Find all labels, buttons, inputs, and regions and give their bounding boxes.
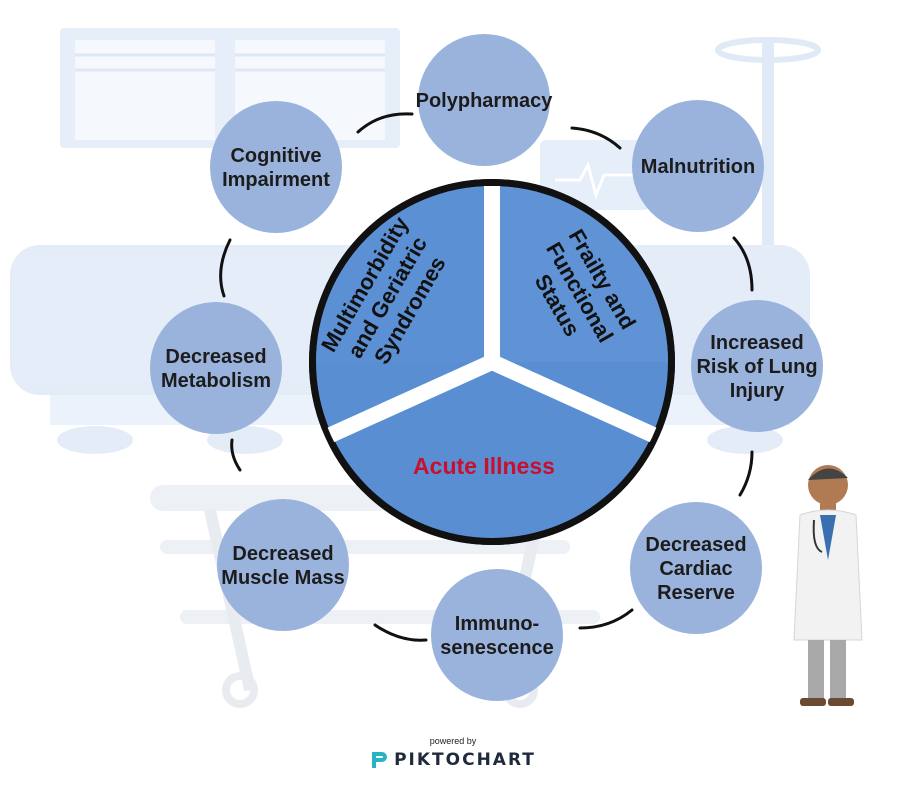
node-muscle-mass-line-2: Muscle Mass [221,567,344,589]
piktochart-wordmark: PIKTOCHART [394,750,536,770]
node-circle [632,100,764,232]
node-lung-injury-line-1: Increased [710,332,803,354]
node-immunosenescence: Immuno-senescence [431,569,563,701]
node-metabolism-line-1: Decreased [165,346,266,368]
node-muscle-mass-line-1: Decreased [232,543,333,565]
ring-connectors [219,112,754,642]
node-malnutrition: Malnutrition [632,100,764,232]
node-polypharmacy: Polypharmacy [416,34,554,166]
node-cognitive-line-1: Cognitive [230,145,321,167]
center-pie [309,179,675,545]
node-circle [150,302,282,434]
node-lung-injury-line-2: Risk of Lung [696,356,817,378]
node-cardiac-reserve-line-1: Decreased [645,534,746,556]
node-lung-injury-line-3: Injury [730,380,785,402]
node-circle [431,569,563,701]
segment-acute-illness: Acute Illness [413,453,555,479]
node-immunosenescence-line-1: Immuno- [455,613,539,635]
powered-by-label: powered by [429,736,477,746]
node-circle [691,300,823,432]
node-circle [418,34,550,166]
node-metabolism-line-2: Metabolism [161,370,271,392]
doctor-figure [793,465,863,706]
piktochart-logo: PIKTOCHART [0,750,906,770]
piktochart-icon [372,752,388,768]
node-immunosenescence-line-2: senescence [440,637,553,659]
node-cardiac-reserve-line-2: Cardiac [659,558,732,580]
node-circle [217,499,349,631]
node-cardiac-reserve-line-3: Reserve [657,582,735,604]
node-circle [210,101,342,233]
node-malnutrition-line-1: Malnutrition [641,156,755,178]
node-polypharmacy-line-1: Polypharmacy [416,90,554,112]
node-cognitive-line-2: Impairment [222,169,330,191]
node-circle [630,502,762,634]
